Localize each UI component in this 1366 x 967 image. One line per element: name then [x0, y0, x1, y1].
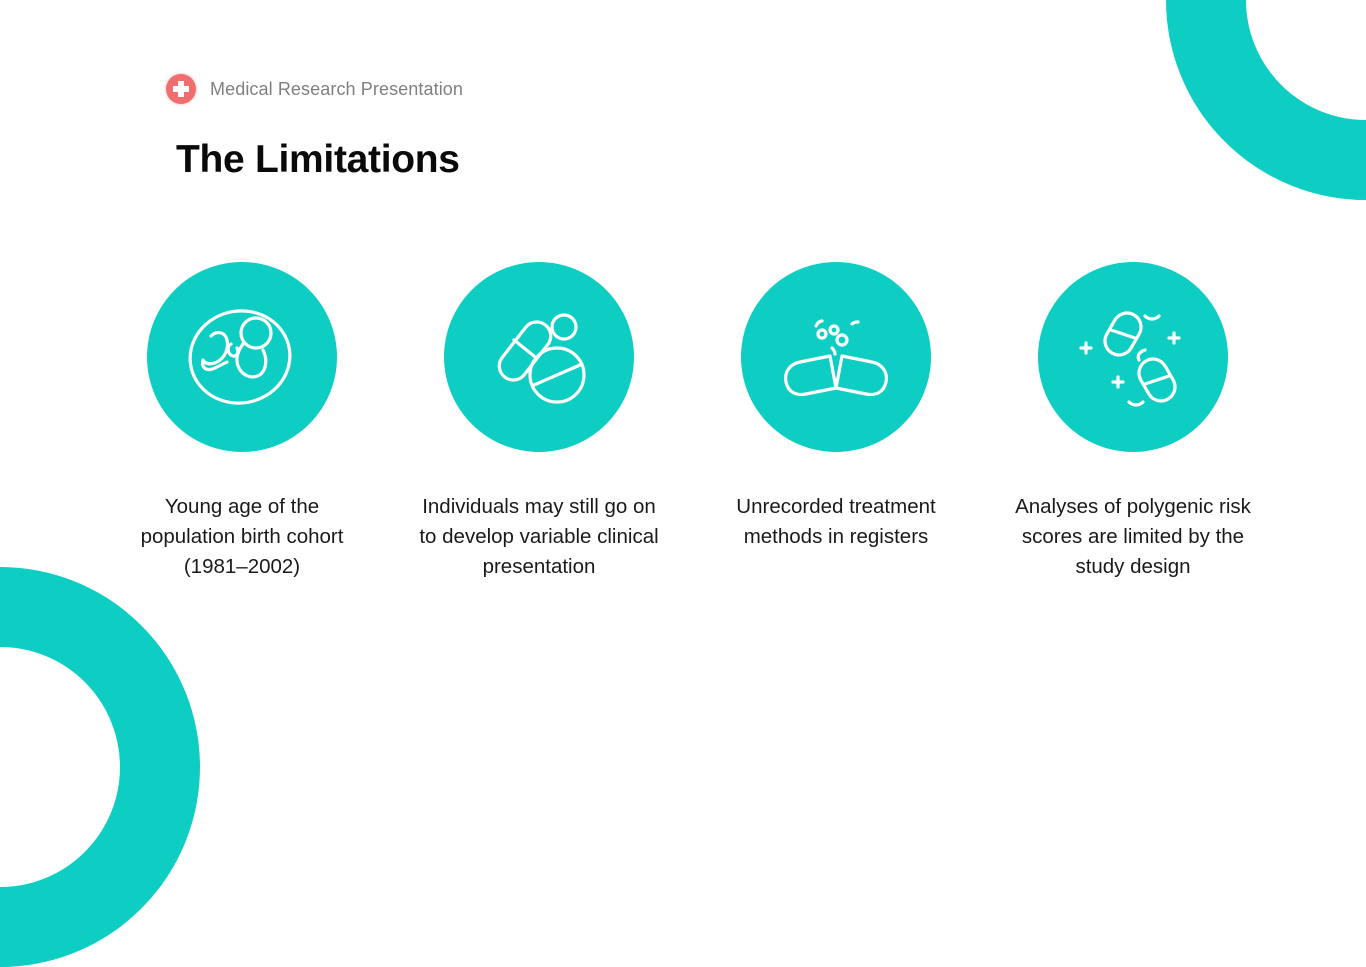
icon-circle [444, 262, 634, 452]
presentation-header: Medical Research Presentation [166, 73, 463, 105]
limitation-text: Individuals may still go on to develop v… [419, 495, 659, 578]
limitation-text: Young age of the population birth cohort… [140, 495, 344, 578]
decorative-arc-bottom-left [0, 567, 200, 967]
icon-circle [741, 262, 931, 452]
icon-circle [1038, 262, 1228, 452]
icon-circle [147, 262, 337, 452]
capsules-sparkle-icon [1079, 311, 1181, 407]
limitation-card: Unrecorded treatment methods in register… [686, 262, 986, 552]
decorative-arc-top-right [1166, 0, 1366, 200]
presentation-subtitle: Medical Research Presentation [210, 78, 464, 99]
medical-cross-icon [166, 74, 196, 104]
pills-icon [497, 313, 586, 404]
limitation-card: Individuals may still go on to develop v… [389, 262, 689, 582]
fetus-icon [188, 309, 292, 405]
page-title: The Limitations [176, 138, 460, 181]
limitation-text: Analyses of polygenic risk scores are li… [1015, 495, 1251, 578]
limitation-text: Unrecorded treatment methods in register… [736, 495, 936, 548]
limitation-card: Young age of the population birth cohort… [92, 262, 392, 582]
limitation-card: Analyses of polygenic risk scores are li… [983, 262, 1283, 582]
broken-capsule-icon [784, 319, 888, 397]
